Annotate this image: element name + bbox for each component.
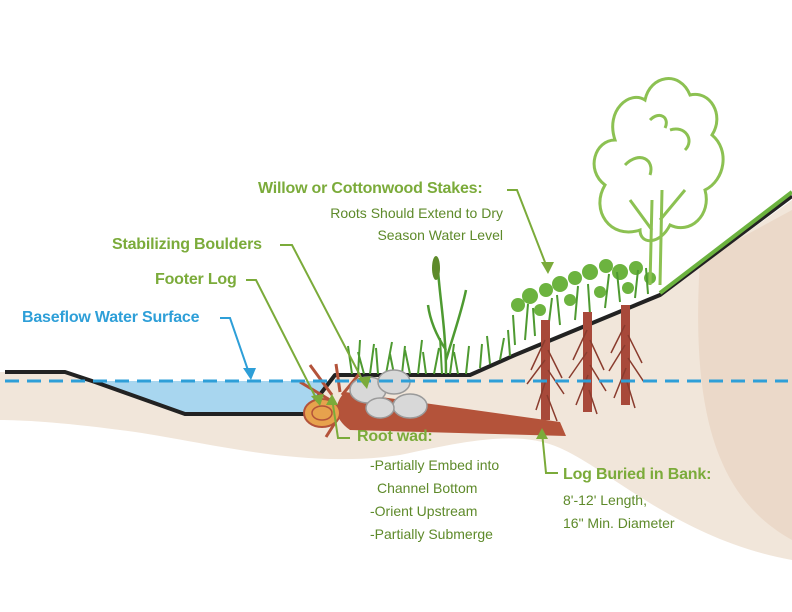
root-wad-line-2: Channel Bottom [377,480,478,496]
root-wad-line-1: -Partially Embed into [370,457,500,473]
channel-water [75,381,330,414]
log-buried-title: Log Buried in Bank: [563,466,712,483]
stabilizing-boulders-label: Stabilizing Boulders [112,236,262,253]
tree [592,77,725,286]
footer-log-ring [311,405,333,421]
root-wad-title: Root wad: [357,428,433,445]
footer-log-label: Footer Log [155,271,237,288]
willow-stakes-title: Willow or Cottonwood Stakes: [258,180,483,197]
bank-grass-line [658,190,792,295]
baseflow-water-surface-label: Baseflow Water Surface [22,309,200,326]
willow-stakes [526,305,645,422]
grass-tufts [347,329,511,375]
cattail-head [432,256,440,280]
stabilizing-boulders [349,369,428,419]
root-wad-line-4: -Partially Submerge [370,526,493,542]
soil-deep-band [698,210,792,540]
log-buried-line-1: 8'-12' Length, [563,492,647,508]
willow-stakes-line-2: Season Water Level [377,227,503,243]
leader-arrowheads [243,262,554,439]
baseflow-leader [220,317,251,377]
footer-log-leader [246,279,319,403]
root-wad-leader [331,397,350,439]
cattail-plant [426,269,468,375]
log-buried-leader [541,431,558,474]
willow-leader [507,189,549,271]
root-wad-line-3: -Orient Upstream [370,503,478,519]
leader-lines [220,189,558,474]
log-buried-line-2: 16" Min. Diameter [563,515,675,531]
slope-grass [512,267,649,346]
boulders-leader [280,244,366,386]
willow-stakes-line-1: Roots Should Extend to Dry [330,205,503,221]
